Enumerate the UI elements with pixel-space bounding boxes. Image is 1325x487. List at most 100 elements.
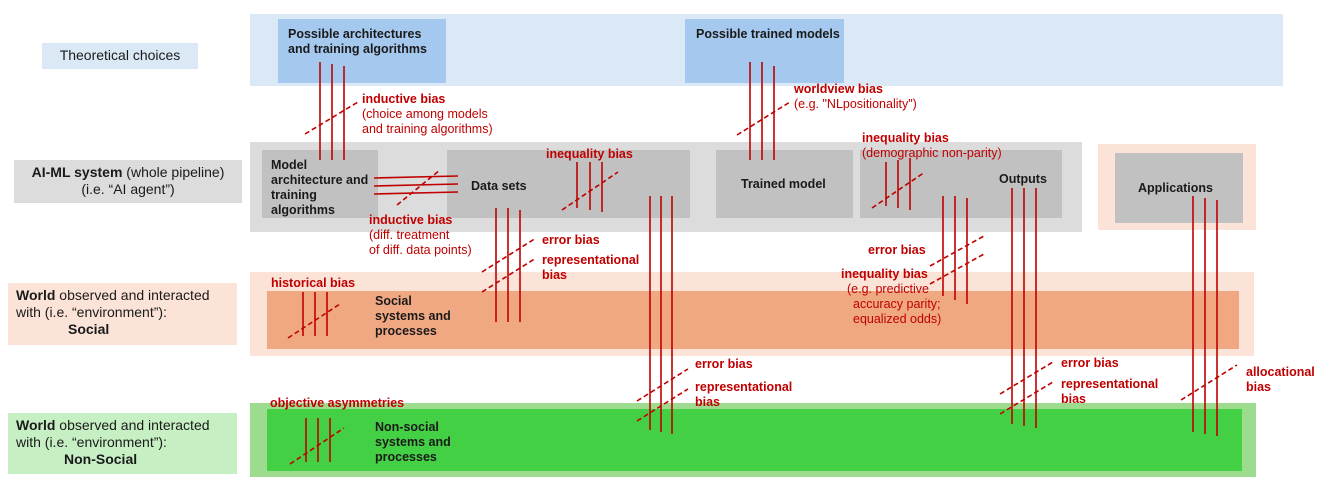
system-label-sub: (i.e. “AI agent”) <box>81 181 175 197</box>
model-architecture-line4: algorithms <box>271 203 335 217</box>
inductive-bias-mid: inductive bias (diff. treatment of diff.… <box>369 213 472 258</box>
inductive-bias-top: inductive bias (choice among models and … <box>362 92 493 137</box>
line-md-3 <box>373 191 459 195</box>
slash-historical <box>287 303 341 339</box>
objective-asymmetries: objective asymmetries <box>270 396 405 410</box>
slash-worldview <box>736 101 791 136</box>
allocational-bias: allocational bias <box>1246 365 1315 395</box>
slash-objective <box>289 427 345 465</box>
slash-inductive-top <box>304 101 359 135</box>
nonsocial-systems-line3: processes <box>375 450 437 464</box>
outputs-box <box>860 150 1062 218</box>
possible-architectures-box <box>278 19 446 83</box>
model-architecture-label: Model architecture and training algorith… <box>271 158 368 218</box>
slash-inequality-predictive <box>929 253 985 285</box>
representational-bias-1: representational bias <box>542 253 639 283</box>
representational-bias-4-line2: bias <box>1061 392 1087 406</box>
nonsocial-label-rest: observed and interacted <box>59 417 210 433</box>
nonsocial-systems-box <box>267 409 1242 471</box>
error-bias-4: error bias <box>1061 356 1119 370</box>
allocational-bias-line1: allocational <box>1246 365 1315 379</box>
data-sets-label: Data sets <box>471 179 527 193</box>
inequality-bias-data: inequality bias <box>546 147 633 161</box>
inequality-bias-predictive-line3: equalized odds) <box>853 312 942 326</box>
system-label-rest: (whole pipeline) <box>126 164 225 180</box>
social-label-name: Social <box>68 321 110 337</box>
representational-bias-4: representational bias <box>1061 377 1158 407</box>
theoretical-label: Theoretical choices <box>42 43 198 69</box>
model-architecture-box <box>262 150 378 218</box>
error-bias-2: error bias <box>868 243 926 257</box>
inductive-bias-top-line1: (choice among models <box>362 107 488 121</box>
nonsocial-systems-label: Non-social systems and processes <box>375 420 451 465</box>
representational-bias-3: representational bias <box>695 380 792 410</box>
possible-architectures-line2: and training algorithms <box>288 42 427 56</box>
slash-inductive-mid <box>396 169 441 206</box>
outputs-label: Outputs <box>999 172 1047 186</box>
system-label-bold: AI-ML system <box>31 164 123 180</box>
slash-ineq-out <box>871 171 926 209</box>
nonsocial-label-line2: with (i.e. “environment”): <box>16 434 167 450</box>
inequality-bias-predictive: inequality bias (e.g. predictive accurac… <box>841 267 941 327</box>
allocational-bias-line2: bias <box>1246 380 1272 394</box>
possible-trained-models-box <box>685 19 844 83</box>
slash-representational-4 <box>999 381 1054 415</box>
error-bias-3: error bias <box>695 357 753 371</box>
social-label-line2: with (i.e. “environment”): <box>16 304 167 320</box>
slash-error-4 <box>999 361 1054 395</box>
possible-architectures-line1: Possible architectures <box>288 27 422 41</box>
inductive-bias-mid-line2: of diff. data points) <box>369 243 472 257</box>
slash-allocational <box>1180 364 1238 401</box>
line-md-1 <box>373 175 459 179</box>
inequality-bias-predictive-line1: (e.g. predictive <box>847 282 929 296</box>
worldview-bias-line1: (e.g. "NLpositionality") <box>794 97 917 111</box>
model-architecture-line1: Model <box>271 158 308 172</box>
inequality-bias-predictive-title: inequality bias <box>841 267 928 281</box>
slash-representational-1 <box>481 257 537 293</box>
inequality-bias-outputs-line1: (demographic non-parity) <box>862 146 1002 160</box>
possible-trained-models-label: Possible trained models <box>696 27 840 41</box>
inductive-bias-top-title: inductive bias <box>362 92 446 106</box>
theoretical-label-text: Theoretical choices <box>59 47 181 63</box>
model-architecture-line2: architecture and <box>271 173 369 187</box>
slash-error-2 <box>929 235 985 267</box>
social-systems-line3: processes <box>375 324 437 338</box>
representational-bias-1-line1: representational <box>542 253 640 267</box>
nonsocial-label-name: Non-Social <box>64 451 138 467</box>
social-label-rest: observed and interacted <box>59 287 210 303</box>
inductive-bias-top-line2: and training algorithms) <box>362 122 493 136</box>
line-md-2 <box>373 183 459 187</box>
system-label: AI-ML system (whole pipeline) (i.e. “AI … <box>14 160 242 203</box>
inequality-bias-outputs: inequality bias (demographic non-parity) <box>862 131 1002 161</box>
representational-bias-4-line1: representational <box>1061 377 1159 391</box>
nonsocial-label: World observed and interacted with (i.e.… <box>8 413 237 474</box>
worldview-bias: worldview bias (e.g. "NLpositionality") <box>794 82 917 112</box>
trained-model-label: Trained model <box>741 177 826 191</box>
worldview-bias-title: worldview bias <box>794 82 883 96</box>
error-bias-1: error bias <box>542 233 600 247</box>
slash-error-1 <box>481 237 537 273</box>
nonsocial-systems-line1: Non-social <box>375 420 439 434</box>
applications-box <box>1115 153 1243 223</box>
social-systems-line1: Social <box>375 294 412 308</box>
inductive-bias-mid-line1: (diff. treatment <box>369 228 450 242</box>
applications-label: Applications <box>1138 181 1214 195</box>
slash-representational-3 <box>636 388 689 422</box>
social-systems-line2: systems and <box>375 309 451 323</box>
social-label-bold: World <box>16 287 56 303</box>
model-architecture-line3: training <box>271 188 317 202</box>
inductive-bias-mid-title: inductive bias <box>369 213 453 227</box>
slash-error-3 <box>636 368 689 402</box>
representational-bias-1-line2: bias <box>542 268 568 282</box>
possible-architectures-label: Possible architectures and training algo… <box>288 27 427 57</box>
historical-bias: historical bias <box>271 276 356 290</box>
trained-model-box <box>716 150 853 218</box>
nonsocial-systems-line2: systems and <box>375 435 451 449</box>
inequality-bias-outputs-title: inequality bias <box>862 131 949 145</box>
nonsocial-label-bold: World <box>16 417 56 433</box>
representational-bias-3-line1: representational <box>695 380 793 394</box>
inequality-bias-predictive-line2: accuracy parity; <box>853 297 941 311</box>
social-systems-box <box>267 291 1239 349</box>
slash-ineq-data <box>561 171 619 211</box>
